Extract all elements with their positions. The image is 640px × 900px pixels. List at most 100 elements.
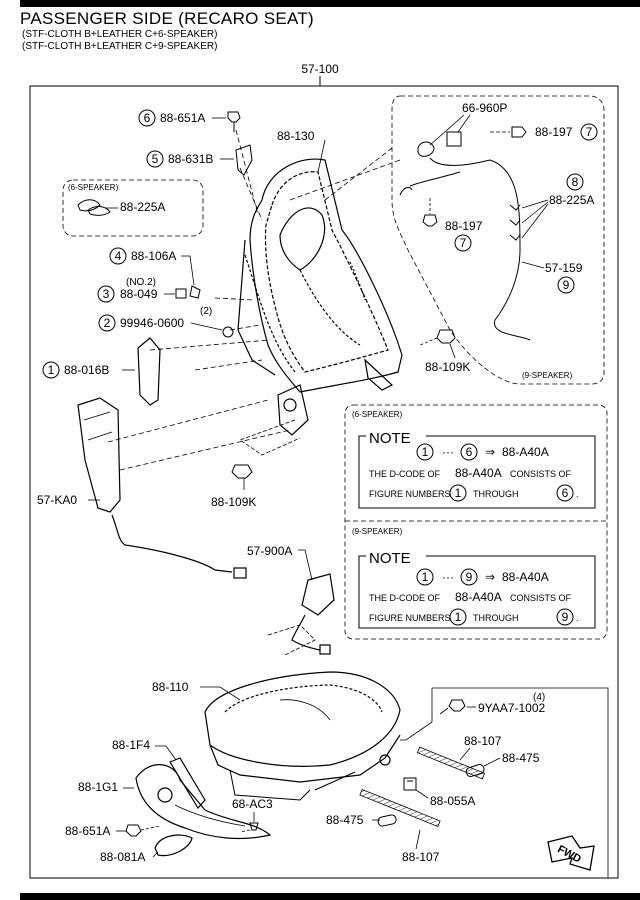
note-nine-from: 1 [422, 570, 429, 584]
part-66-960P: 66-960P [462, 101, 507, 115]
nine-speaker-label-b: (9-SPEAKER) [352, 527, 403, 536]
callout-8: 8 [572, 175, 579, 189]
note-nine-arrow: ⇒ [485, 570, 495, 584]
part-88-197-b: 88-197 [445, 219, 483, 233]
part-88-1F4: 88-1F4 [112, 738, 150, 752]
note-nine-fig-from: 1 [455, 610, 462, 624]
part-88-081A: 88-081A [100, 850, 145, 864]
callout-3: 3 [103, 287, 110, 301]
part-57-159: 57-159 [545, 261, 583, 275]
note-nine-dcode-inline: 88-A40A [455, 590, 502, 604]
part-88-130: 88-130 [277, 129, 315, 143]
top-rule [20, 0, 640, 7]
qty-4: (4) [533, 692, 545, 703]
part-68-AC3: 68-AC3 [232, 797, 273, 811]
note-six-arrow: ⇒ [485, 445, 495, 459]
part-88-107-bot: 88-107 [402, 850, 440, 864]
part-99946-0600: 99946-0600 [120, 316, 184, 330]
part-88-651A-bot: 88-651A [65, 824, 110, 838]
spring-top [416, 746, 486, 780]
note-six-dcode-inline: 88-A40A [455, 466, 502, 480]
part-88-197-a: 88-197 [535, 125, 573, 139]
callout-7a: 7 [586, 125, 593, 139]
note-nine-figure-numbers: FIGURE NUMBERS [369, 613, 451, 623]
note-six-fig-to: 6 [562, 486, 569, 500]
clip-icon [189, 285, 201, 299]
note-six-dcode: 88-A40A [502, 445, 549, 459]
callout-1: 1 [48, 363, 55, 377]
note-box-nine [358, 555, 596, 629]
side-trim-icon [137, 337, 161, 406]
note-nine-period: . [576, 613, 579, 623]
side-shield-icon [135, 764, 272, 840]
note-six-to: 6 [466, 445, 473, 459]
note-title-nine: NOTE [369, 550, 411, 567]
bracket-leaders [239, 419, 301, 456]
bolt-icon-5 [448, 699, 466, 712]
note-six-from: 1 [422, 445, 429, 459]
page-title: PASSENGER SIDE (RECARO SEAT) [20, 9, 314, 28]
callout-9: 9 [563, 278, 570, 292]
part-88-055A: 88-055A [430, 794, 475, 808]
note-outer-box [344, 404, 608, 640]
part-88-016B: 88-016B [64, 363, 109, 377]
callout-6: 6 [144, 111, 151, 125]
part-88-049: 88-049 [120, 287, 158, 301]
part-88-106A: 88-106A [131, 249, 176, 263]
note-nine-fig-to: 9 [562, 610, 569, 624]
note-no2: (NO.2) [126, 277, 156, 288]
note-nine-dcode: 88-A40A [502, 570, 549, 584]
bushing-icon [175, 288, 187, 299]
callout-7b: 7 [460, 236, 467, 250]
note-six-dots: ··· [442, 445, 454, 459]
seat-back-drawing [237, 158, 403, 436]
part-9YAA7-1002: 9YAA7-1002 [478, 701, 545, 715]
callout-4: 4 [115, 249, 122, 263]
spring-bottom [359, 788, 441, 828]
bolt-icon-3 [436, 329, 456, 344]
six-speaker-label-a: (6-SPEAKER) [68, 183, 119, 192]
qty-2: (2) [200, 306, 212, 317]
side-airbag-module [77, 397, 247, 579]
note-nine-through: THROUGH [473, 613, 519, 623]
part-88-1G1: 88-1G1 [78, 780, 118, 794]
assembly-frame [29, 76, 619, 879]
washer-icon [222, 326, 234, 338]
six-speaker-box [62, 179, 204, 237]
cover-clip-icon [235, 144, 253, 176]
screw-icon [227, 111, 241, 132]
part-88-225A-six: 88-225A [120, 200, 165, 214]
callout-6-circle [138, 109, 156, 127]
part-88-109K-right: 88-109K [425, 360, 470, 374]
part-57-900A: 57-900A [247, 544, 292, 558]
part-88-475-right: 88-475 [502, 751, 540, 765]
note-six-fig-from: 1 [455, 486, 462, 500]
pad-right [465, 763, 485, 777]
trim-strip-icon [169, 757, 206, 810]
part-88-475-left: 88-475 [326, 813, 364, 827]
seat-back-leaders [107, 129, 401, 471]
harness-clip-icon [77, 199, 111, 216]
note-six-period: . [576, 489, 579, 499]
note-nine-dots: ··· [442, 570, 454, 584]
page-subtitle-9-speaker: (STF-CLOTH B+LEATHER C+9-SPEAKER) [22, 41, 218, 52]
page-subtitle-6-speaker: (STF-CLOTH B+LEATHER C+6-SPEAKER) [22, 29, 218, 40]
seat-belt-buckle [291, 573, 335, 655]
inset-frame [432, 687, 609, 878]
part-88-225A-nine: 88-225A [549, 193, 594, 207]
clip-icon-2 [249, 822, 259, 831]
bolt-icon-2 [422, 214, 438, 227]
part-88-651A-top: 88-651A [160, 111, 205, 125]
connector-block [403, 777, 417, 791]
part-57-KA0: 57-KA0 [37, 493, 77, 507]
bolt-icon-4 [231, 464, 253, 479]
seat-cushion [204, 671, 401, 801]
speaker-harness-icon [399, 131, 531, 341]
fwd-arrow-icon: FWD [547, 835, 595, 871]
nine-speaker-box [391, 95, 605, 385]
six-speaker-label-b: (6-SPEAKER) [352, 410, 403, 419]
part-88-107-top: 88-107 [464, 734, 502, 748]
note-nine-dcode-prefix: THE D-CODE OF [369, 593, 441, 603]
bottom-rule [20, 893, 640, 900]
